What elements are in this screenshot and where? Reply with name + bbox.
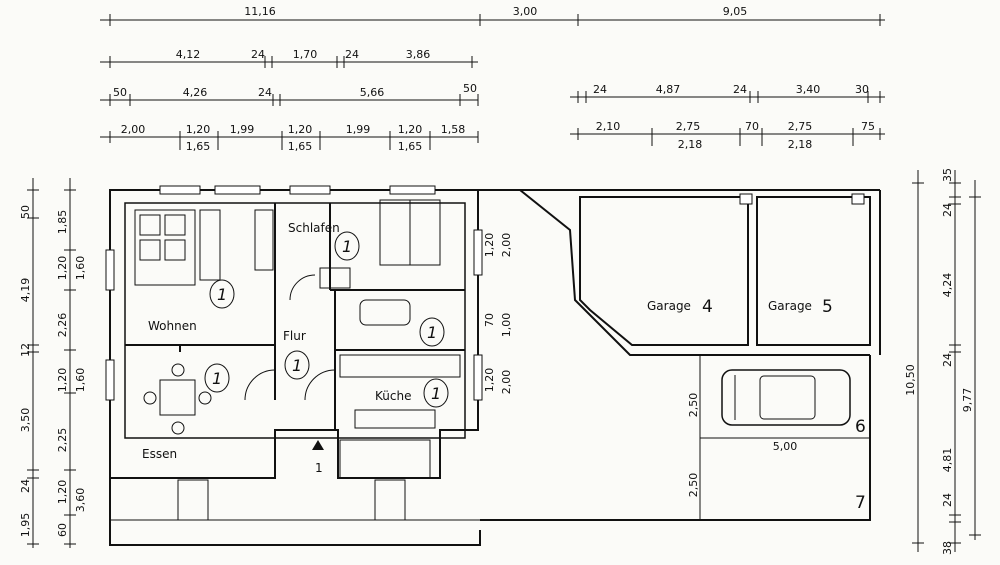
dim-r2-4: 24 bbox=[345, 48, 359, 61]
dim-top-1: 11,16 bbox=[244, 5, 276, 18]
dim-right-b4: 24 bbox=[941, 353, 954, 367]
room-kueche: Küche bbox=[375, 389, 411, 403]
dim-top-2: 3,00 bbox=[513, 5, 538, 18]
dim-right-a1: 10,50 bbox=[904, 364, 917, 396]
dim-left-a4: 3,50 bbox=[19, 408, 32, 433]
dim-left-b5: 2,25 bbox=[56, 428, 69, 453]
dim-inner-v1c: 1,20 bbox=[483, 368, 496, 393]
dim-inner-v2c: 2,00 bbox=[500, 370, 513, 395]
dim-g1-1: 24 bbox=[593, 83, 607, 96]
dim-r4-6: 1,20 bbox=[398, 123, 423, 136]
dim-inner-v1b: 70 bbox=[483, 313, 496, 327]
dim-r3-3: 24 bbox=[258, 86, 272, 99]
dim-g1-4: 3,40 bbox=[796, 83, 821, 96]
marker-kueche: 1 bbox=[431, 384, 441, 403]
dim-inner-v2a: 2,00 bbox=[500, 233, 513, 258]
dim-park-width: 5,00 bbox=[773, 440, 798, 453]
dim-r2-2: 24 bbox=[251, 48, 265, 61]
dim-inner-v1a: 1,20 bbox=[483, 233, 496, 258]
dim-left-b1: 1,85 bbox=[56, 210, 69, 235]
dim-g2-2: 2,75 bbox=[676, 120, 701, 133]
dim-left-c1: 1,60 bbox=[74, 256, 87, 281]
dim-left-a5: 24 bbox=[19, 479, 32, 493]
marker-wohnen: 1 bbox=[217, 285, 227, 304]
room-schlafen: Schlafen bbox=[288, 221, 340, 235]
dim-g2-3: 70 bbox=[745, 120, 759, 133]
dim-r4-2: 1,20 bbox=[186, 123, 211, 136]
dim-r4-3: 1,99 bbox=[230, 123, 255, 136]
dim-r4-4: 1,20 bbox=[288, 123, 313, 136]
dim-r4b-1: 1,65 bbox=[186, 140, 211, 153]
dim-left-b6: 1,20 bbox=[56, 480, 69, 505]
marker-schlafen: 1 bbox=[342, 237, 352, 256]
dim-r3-4: 5,66 bbox=[360, 86, 385, 99]
dim-r4-7: 1,58 bbox=[441, 123, 466, 136]
dim-left-a2: 4,19 bbox=[19, 278, 32, 303]
dim-left-b4: 1,20 bbox=[56, 368, 69, 393]
room-garage-5: Garage bbox=[768, 299, 812, 313]
dim-right-b6: 24 bbox=[941, 493, 954, 507]
marker-bad: 1 bbox=[427, 323, 437, 342]
dim-park-2: 2,50 bbox=[687, 473, 700, 498]
dim-r4-1: 2,00 bbox=[121, 123, 146, 136]
dim-r2-5: 3,86 bbox=[406, 48, 431, 61]
dim-left-b7: 60 bbox=[56, 523, 69, 537]
entrance-arrow-icon bbox=[312, 440, 324, 450]
dim-right-c1: 9,77 bbox=[961, 388, 974, 413]
dim-park-1: 2,50 bbox=[687, 393, 700, 418]
dim-right-b2: 24 bbox=[941, 203, 954, 217]
room-garage-5-number: 5 bbox=[822, 297, 833, 317]
dim-r3-5: 50 bbox=[463, 82, 477, 95]
dim-left-b3: 2,26 bbox=[56, 313, 69, 338]
dim-top-3: 9,05 bbox=[723, 5, 748, 18]
dim-left-a3: 12 bbox=[19, 343, 32, 357]
room-flur: Flur bbox=[283, 329, 306, 343]
dim-r4-5: 1,99 bbox=[346, 123, 371, 136]
dim-right-b7: 38 bbox=[941, 541, 954, 555]
dim-r2-3: 1,70 bbox=[293, 48, 318, 61]
room-garage-4: Garage bbox=[647, 299, 691, 313]
dim-left-a1: 50 bbox=[19, 205, 32, 219]
dim-r3-2: 4,26 bbox=[183, 86, 208, 99]
dim-left-c3: 3,60 bbox=[74, 488, 87, 513]
dim-right-b5: 4,81 bbox=[941, 448, 954, 473]
marker-essen: 1 bbox=[212, 369, 222, 388]
room-wohnen: Wohnen bbox=[148, 319, 197, 333]
dim-r3-1: 50 bbox=[113, 86, 127, 99]
parking-7: 7 bbox=[855, 493, 866, 513]
dim-r4b-2: 1,65 bbox=[288, 140, 313, 153]
parking-6: 6 bbox=[855, 417, 866, 437]
dim-r4b-3: 1,65 bbox=[398, 140, 423, 153]
dim-g2b-1: 2,18 bbox=[678, 138, 703, 151]
dim-r2-1: 4,12 bbox=[176, 48, 201, 61]
dim-g2-5: 75 bbox=[861, 120, 875, 133]
room-essen: Essen bbox=[142, 447, 177, 461]
dim-left-c2: 1,60 bbox=[74, 368, 87, 393]
dim-left-b2: 1,20 bbox=[56, 256, 69, 281]
dim-g2-1: 2,10 bbox=[596, 120, 621, 133]
dim-g1-2: 4,87 bbox=[656, 83, 681, 96]
marker-flur: 1 bbox=[292, 356, 302, 375]
dim-g2-4: 2,75 bbox=[788, 120, 813, 133]
dim-right-b3: 4,24 bbox=[941, 273, 954, 298]
room-garage-4-number: 4 bbox=[702, 297, 713, 317]
dim-right-b1: 35 bbox=[941, 168, 954, 182]
dim-left-a6: 1,95 bbox=[19, 513, 32, 538]
dim-g2b-2: 2,18 bbox=[788, 138, 813, 151]
dim-g1-3: 24 bbox=[733, 83, 747, 96]
entrance-number: 1 bbox=[315, 461, 323, 475]
dim-inner-v2b: 1,00 bbox=[500, 313, 513, 338]
dim-g1-5: 30 bbox=[855, 83, 869, 96]
